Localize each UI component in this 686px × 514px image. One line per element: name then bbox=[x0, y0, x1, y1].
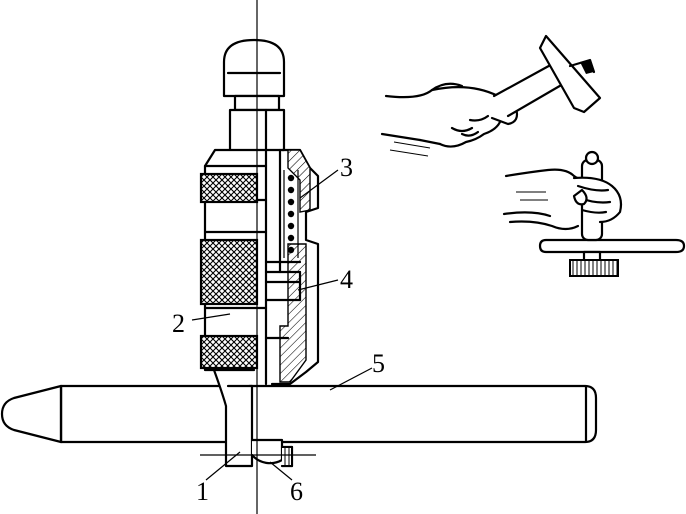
label-part-2: 2 bbox=[172, 309, 185, 338]
top-cap bbox=[222, 38, 286, 152]
handle-bar bbox=[0, 384, 598, 444]
label-part-5: 5 bbox=[372, 349, 385, 378]
hand-holding-punch-icon bbox=[502, 150, 686, 277]
label-part-4: 4 bbox=[340, 265, 353, 294]
label-part-6: 6 bbox=[290, 477, 303, 506]
leader-lines bbox=[191, 169, 373, 481]
spring bbox=[283, 170, 299, 258]
punch-shaft bbox=[200, 368, 316, 468]
label-part-1: 1 bbox=[196, 477, 209, 506]
knurled-sleeve bbox=[199, 172, 259, 370]
hand-with-hammer-icon bbox=[380, 34, 602, 157]
label-part-3: 3 bbox=[340, 153, 353, 182]
